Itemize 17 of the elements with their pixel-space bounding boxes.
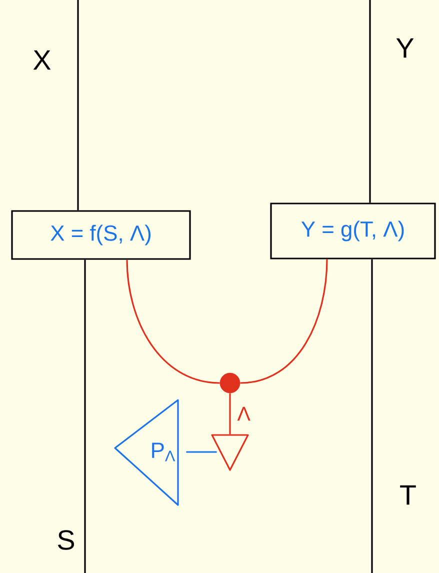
function-box: Y = g(T, Λ) bbox=[270, 202, 436, 260]
wire-label: T bbox=[400, 485, 416, 505]
wire-label: Y bbox=[396, 38, 414, 58]
wire-label: S bbox=[58, 530, 74, 550]
wire-label: X bbox=[33, 50, 51, 70]
edge-label: Λ bbox=[237, 406, 250, 421]
connector-line bbox=[371, 259, 373, 573]
connector-line bbox=[77, 0, 79, 210]
connector-line bbox=[240, 259, 328, 384]
triangle-symbol bbox=[211, 434, 249, 471]
function-box: X = f(S, Λ) bbox=[11, 210, 191, 260]
connector-line bbox=[186, 451, 217, 453]
connector-line bbox=[229, 393, 231, 434]
connector-line bbox=[126, 260, 220, 384]
connector-line bbox=[84, 260, 86, 573]
connector-line bbox=[369, 0, 371, 203]
vertex-dot bbox=[220, 372, 240, 394]
